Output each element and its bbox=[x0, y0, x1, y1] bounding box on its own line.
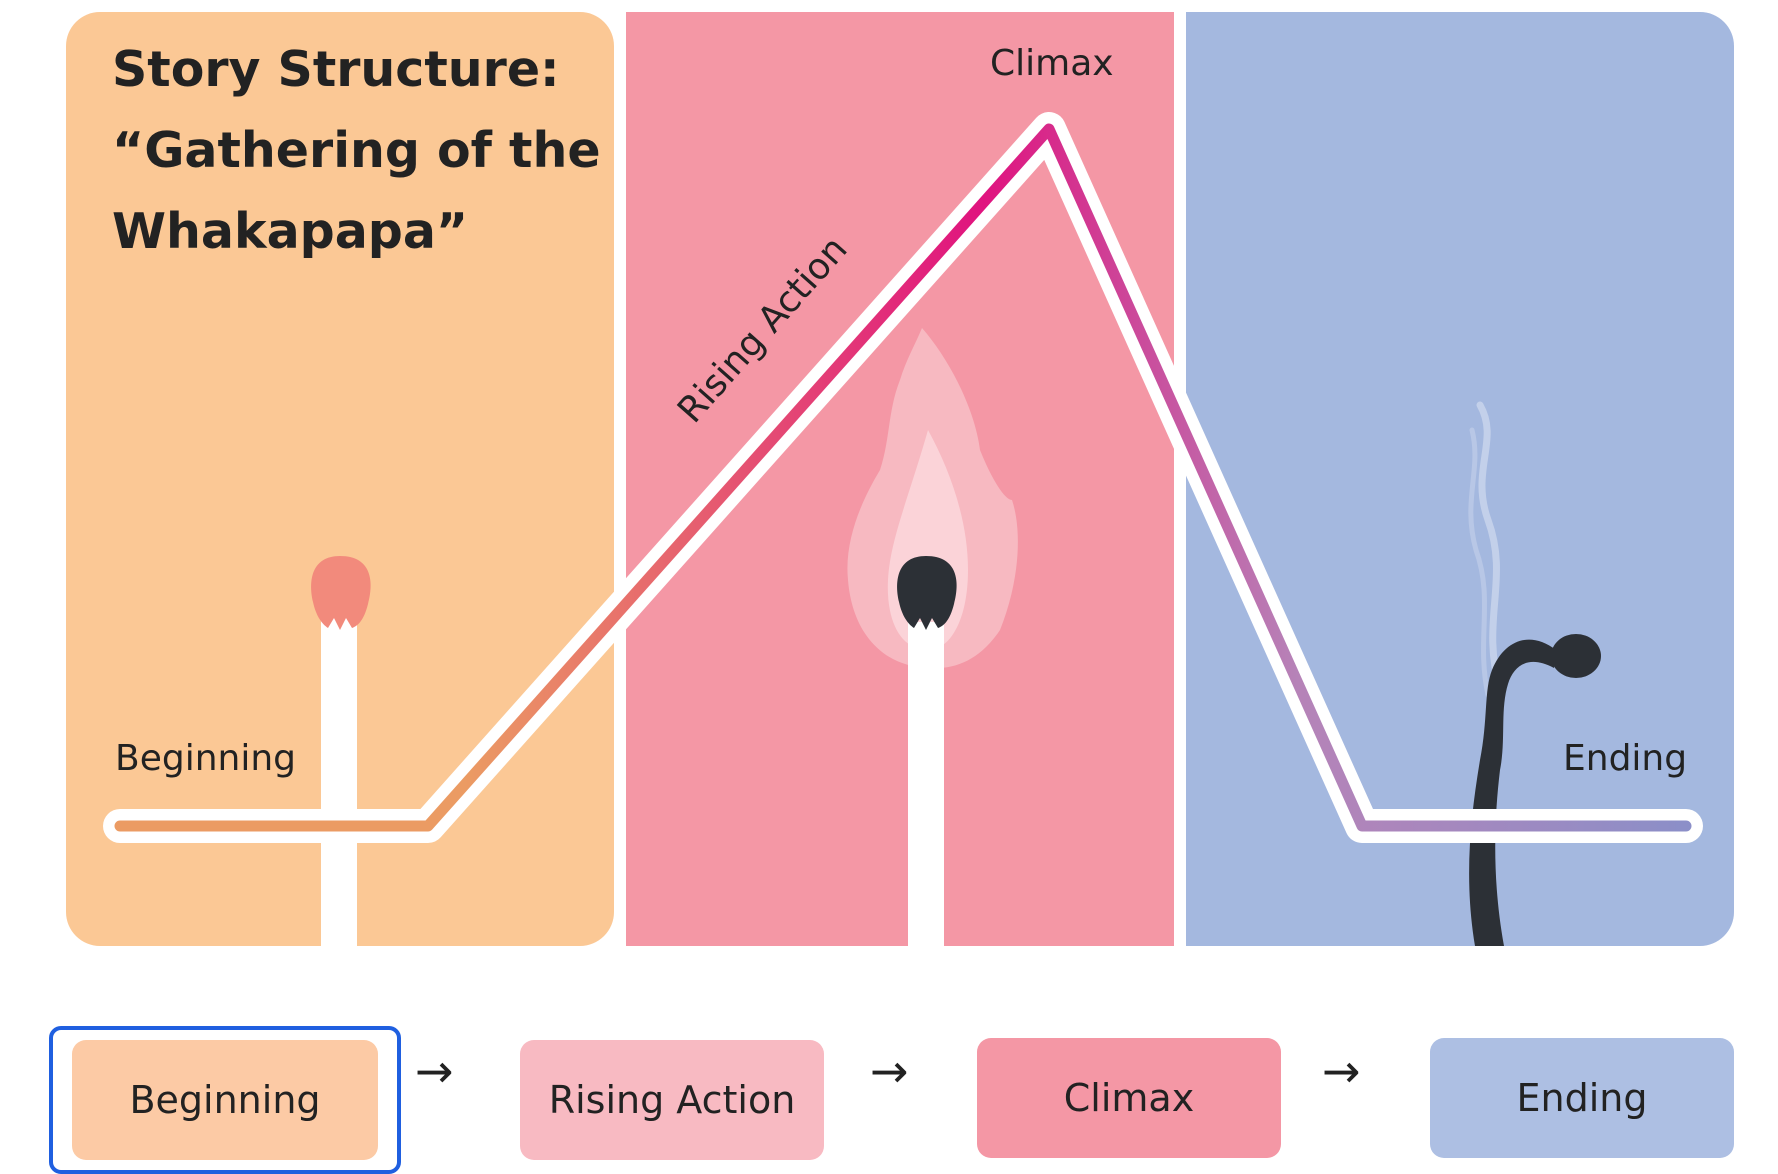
step-rising-action-label: Rising Action bbox=[548, 1078, 796, 1122]
arrow-right-icon: → bbox=[1322, 1044, 1361, 1098]
arc-label-ending: Ending bbox=[1563, 738, 1687, 779]
arc-label-beginning: Beginning bbox=[115, 738, 296, 779]
arrow-right-icon: → bbox=[870, 1044, 909, 1098]
diagram-title-line2: “Gathering of the bbox=[112, 122, 601, 179]
burnt-match-icon bbox=[1469, 634, 1601, 946]
panel-beginning bbox=[66, 12, 614, 946]
story-structure-diagram: Story Structure: “Gathering of the Whaka… bbox=[66, 12, 1734, 946]
diagram-title-line1: Story Structure: bbox=[112, 41, 560, 98]
story-arc-line bbox=[114, 123, 1692, 832]
unlit-match-icon bbox=[311, 556, 371, 946]
arrow-right-icon: → bbox=[415, 1044, 454, 1098]
burning-match-icon bbox=[847, 328, 1018, 946]
step-beginning-button[interactable]: Beginning bbox=[49, 1026, 401, 1174]
step-climax-label: Climax bbox=[1063, 1076, 1195, 1120]
step-ending-button[interactable]: Ending bbox=[1430, 1038, 1734, 1158]
step-beginning-label: Beginning bbox=[129, 1078, 321, 1122]
story-steps-flow: Beginning → Rising Action → Climax → End… bbox=[0, 1010, 1778, 1174]
diagram-title-line3: Whakapapa” bbox=[112, 203, 468, 260]
step-climax-button[interactable]: Climax bbox=[977, 1038, 1281, 1158]
panel-ending bbox=[1186, 12, 1734, 946]
arc-label-climax: Climax bbox=[990, 43, 1114, 84]
smoke-icon bbox=[1468, 401, 1504, 698]
step-rising-action-button[interactable]: Rising Action bbox=[520, 1040, 824, 1160]
step-ending-label: Ending bbox=[1516, 1076, 1648, 1120]
